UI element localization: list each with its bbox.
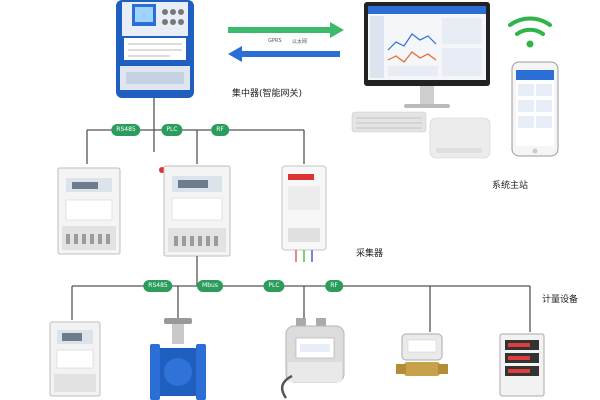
master-station-label: 系统主站 bbox=[492, 181, 529, 191]
water-meter-icon bbox=[396, 333, 448, 376]
metering-label: 计量设备 bbox=[542, 295, 579, 305]
collector-label: 采集器 bbox=[356, 249, 384, 259]
lower-tag-mbus: Mbus bbox=[197, 280, 223, 292]
collector-device-icon bbox=[281, 165, 327, 262]
meter-icon bbox=[159, 165, 231, 257]
power-meter-icon bbox=[49, 321, 101, 397]
phone-icon bbox=[511, 61, 559, 157]
lower-tag-rs485: RS485 bbox=[143, 280, 173, 292]
lower-tag-rf: RF bbox=[325, 280, 343, 292]
upper-tag-rs485: RS485 bbox=[111, 124, 141, 136]
desktop-icon bbox=[351, 2, 491, 159]
link-protocol-b: 以太网 bbox=[292, 39, 308, 45]
power-meter-icon bbox=[499, 333, 545, 397]
concentrator-device-icon bbox=[116, 0, 194, 98]
wifi-icon bbox=[508, 16, 552, 48]
concentrator-label: 集中器(智能网关) bbox=[232, 89, 303, 99]
link-protocol-a: GPRS bbox=[268, 38, 282, 44]
upper-tag-rf: RF bbox=[211, 124, 229, 136]
link-arrows bbox=[228, 22, 344, 62]
meter-icon bbox=[57, 167, 121, 255]
valve-icon bbox=[150, 318, 206, 400]
upper-tag-plc: PLC bbox=[161, 124, 183, 136]
gas-meter-icon bbox=[280, 318, 345, 399]
lower-tag-plc: PLC bbox=[263, 280, 285, 292]
